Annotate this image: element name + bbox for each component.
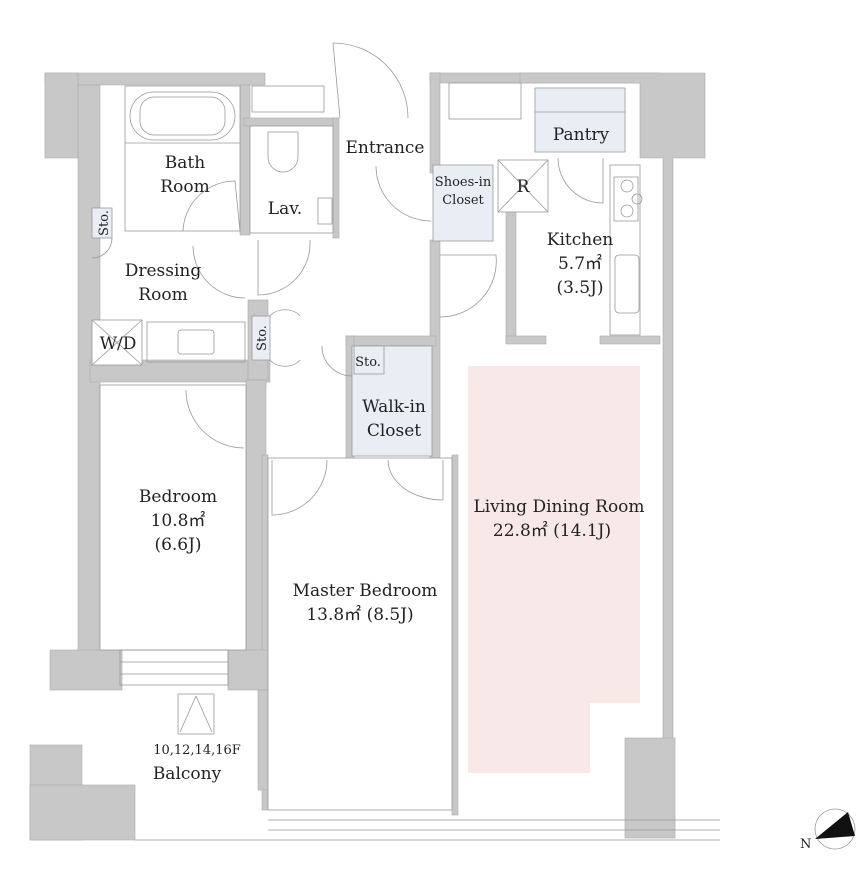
entrance-label: Entrance: [346, 138, 425, 158]
shoes-closet-label: Shoes-in: [435, 175, 492, 190]
bedroom-jo: (6.6J): [154, 535, 201, 555]
master-bedroom-area: 13.8㎡ (8.5J): [306, 605, 413, 625]
storage-wic-label: Sto.: [355, 355, 381, 370]
kitchen-jo: (3.5J): [556, 278, 603, 298]
walk-in-closet-label-2: Closet: [367, 421, 421, 441]
storage-mid-label: Sto.: [255, 325, 270, 351]
dressing-room-label-2: Room: [138, 285, 187, 305]
master-bedroom-label: Master Bedroom: [293, 581, 438, 601]
room-labels: Bath Room Lav. Entrance Shoes-in Closet …: [97, 125, 645, 784]
rooms: [91, 82, 720, 841]
living-highlight: [468, 366, 640, 773]
balcony-floors-label: 10,12,14,16F: [153, 743, 241, 758]
kitchen-label: Kitchen: [547, 230, 613, 250]
storage-left-label: Sto.: [97, 210, 112, 236]
bath-room-label: Bath: [165, 153, 205, 173]
bath-room-label-2: Room: [160, 177, 209, 197]
refrigerator-label: R: [517, 177, 531, 197]
shoes-closet-label-2: Closet: [442, 193, 484, 208]
kitchen-area: 5.7㎡: [558, 254, 602, 274]
lav-label: Lav.: [268, 199, 302, 219]
living-dining-area: 22.8㎡ (14.1J): [493, 521, 611, 541]
balcony-label: Balcony: [153, 764, 222, 784]
walk-in-closet-label: Walk-in: [362, 397, 426, 417]
compass-icon: N: [800, 808, 856, 852]
doors: [91, 42, 604, 516]
dressing-room-label: Dressing: [125, 261, 202, 281]
living-dining-label: Living Dining Room: [473, 497, 644, 517]
bedroom-label: Bedroom: [139, 487, 217, 507]
pantry-label: Pantry: [553, 125, 610, 145]
compass-north-label: N: [800, 837, 811, 852]
washer-dryer-label: W/D: [100, 334, 137, 354]
bedroom-area: 10.8㎡: [151, 511, 206, 531]
